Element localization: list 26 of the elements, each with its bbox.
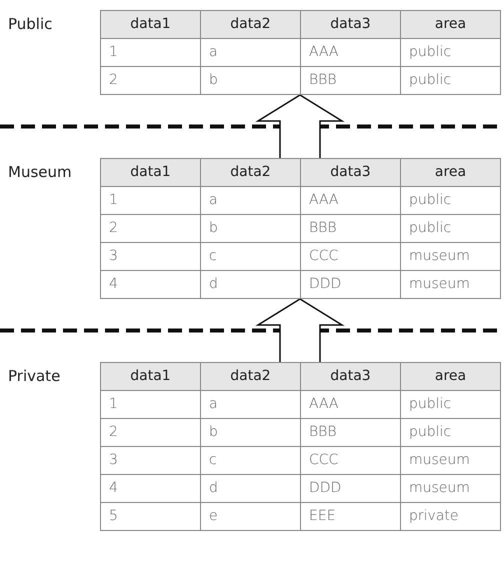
header-cell: area [400,362,501,391]
header-cell: area [400,158,501,187]
block-arrow [255,298,345,363]
table-title: Public [8,15,52,33]
header-cell: data2 [200,158,301,187]
table-cell: museum [400,270,501,299]
table-cell: 4 [100,270,201,299]
header-cell: data1 [100,10,201,39]
table-title: Private [8,367,60,385]
table-cell: 5 [100,502,201,531]
data-table [8,10,500,95]
header-cell: area [400,10,501,39]
table-cell: public [400,66,501,95]
header-cell: data3 [300,158,401,187]
header-cell: data3 [300,10,401,39]
header-cell: data2 [200,362,301,391]
data-table [8,158,500,299]
header-cell: data1 [100,362,201,391]
header-cell: data3 [300,362,401,391]
table-title: Museum [8,163,72,181]
header-cell: data1 [100,158,201,187]
header-cell: data2 [200,10,301,39]
table-cell: 2 [100,66,201,95]
table-cell: private [400,502,501,531]
block-arrow [255,94,345,159]
data-table [8,362,500,531]
